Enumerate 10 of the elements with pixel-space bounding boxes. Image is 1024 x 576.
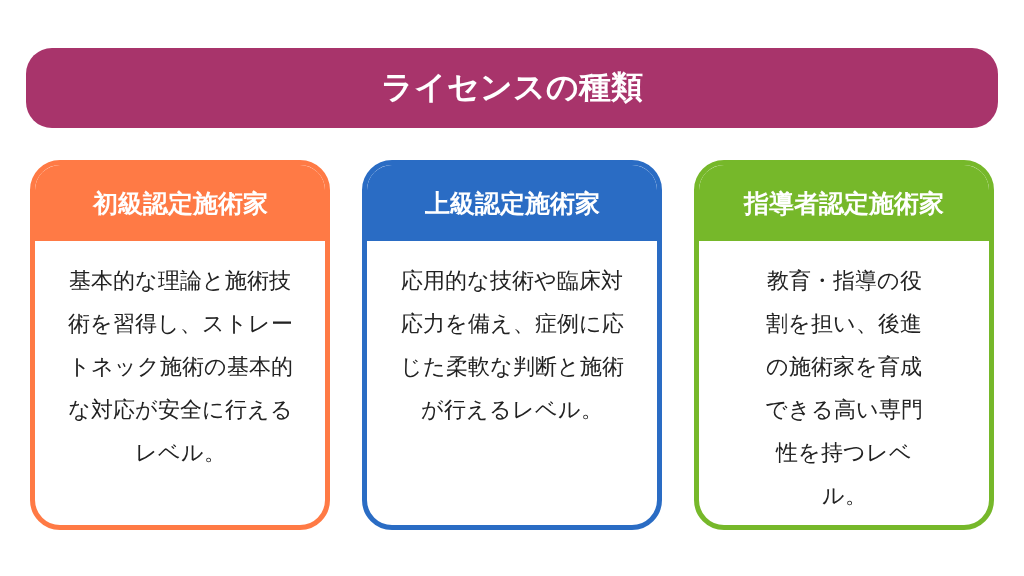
card [30, 160, 330, 530]
card-header: 初級認定施術家 [35, 165, 325, 241]
card-header: 指導者認定施術家 [699, 165, 989, 241]
description-text: 基本的な理論と施術技術を習得し、ストレートネック施術の基本的な対応が安全に行えるレベル。 [66, 267, 294, 467]
description-text: 応用的な技術や臨床対応力を備え、症例に応じた柔軟な判断と施術が行えるレベル。 [399, 267, 625, 424]
card [694, 160, 994, 530]
title-banner: ライセンスの種類 [26, 48, 998, 128]
description-text: 教育・指導の役割を担い、後進の施術家を育成できる高い専門性を持つレベル。 [764, 267, 924, 510]
card [362, 160, 662, 530]
card-header: 上級認定施術家 [367, 165, 657, 241]
